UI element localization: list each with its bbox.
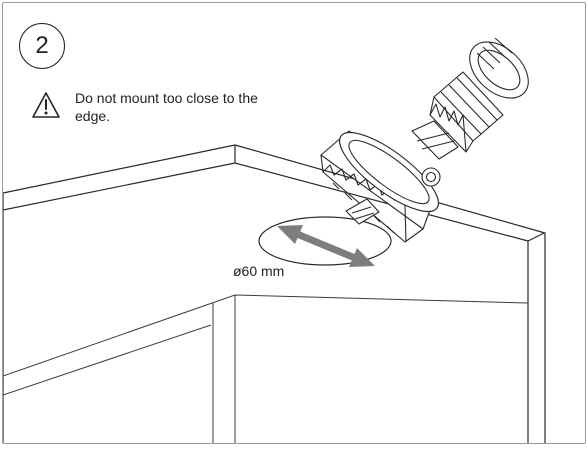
instruction-panel: 2 Do not mount too close to the edge.	[2, 2, 586, 444]
hole-saw	[320, 37, 529, 243]
step-number-badge: 2	[19, 23, 65, 69]
warning-note: Do not mount too close to the edge.	[31, 89, 265, 125]
diameter-arrow	[277, 225, 375, 267]
hole-diameter-label: ø60 mm	[233, 263, 285, 279]
mounting-illustration	[3, 37, 546, 443]
warning-message: Do not mount too close to the edge.	[75, 90, 258, 124]
warning-triangle-icon	[32, 92, 60, 118]
cabinet-body	[3, 294, 529, 443]
tabletop	[3, 144, 546, 443]
drill-hole-outline	[258, 216, 392, 266]
